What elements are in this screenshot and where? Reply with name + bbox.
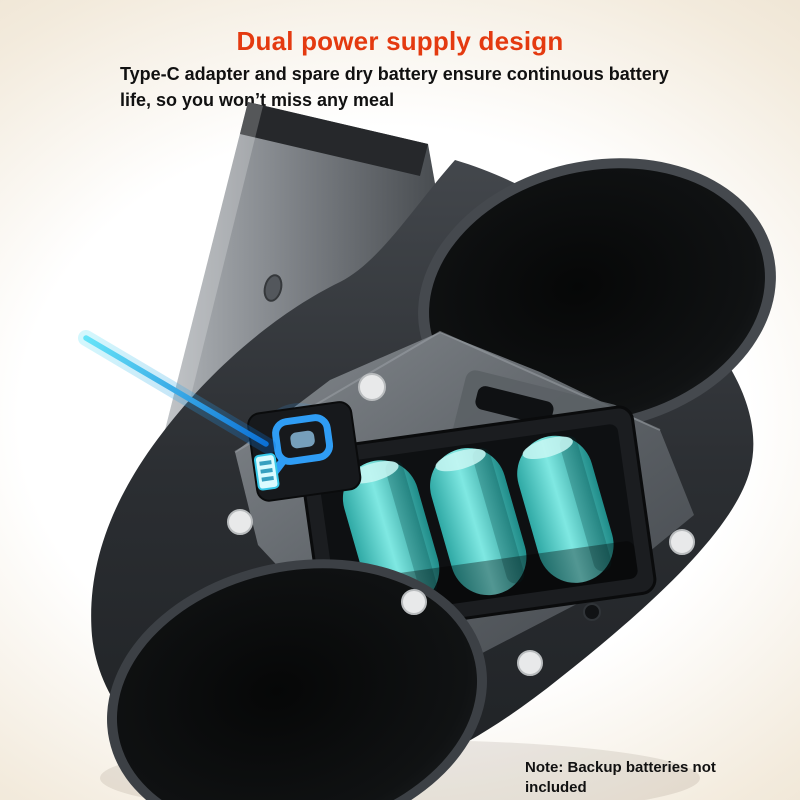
- subtitle: Type-C adapter and spare dry battery ens…: [120, 61, 700, 113]
- footnote-line-1: Note: Backup batteries not: [525, 759, 716, 776]
- battery-3: [517, 435, 614, 583]
- footnote-line-2: included: [525, 779, 587, 796]
- bowl-bottom: [107, 559, 487, 800]
- screw-holes: [227, 373, 695, 676]
- footnote: Note: Backup batteries not included: [525, 758, 785, 798]
- screw-hole: [227, 509, 253, 535]
- type-c-plug-icon: [272, 414, 334, 465]
- power-beam: [78, 330, 276, 454]
- screw-hole: [401, 589, 427, 615]
- subtitle-line-1: Type-C adapter and spare dry battery ens…: [120, 64, 669, 84]
- battery-2: [430, 447, 527, 596]
- type-c-port: [247, 401, 362, 502]
- subtitle-line-2: life, so you won’t miss any meal: [120, 90, 395, 110]
- screw-hole: [517, 650, 543, 676]
- screw-hole: [358, 373, 386, 401]
- body-button: [263, 274, 283, 302]
- page-title: Dual power supply design: [236, 26, 564, 56]
- door-latch: [583, 603, 601, 621]
- screw-hole: [669, 529, 695, 555]
